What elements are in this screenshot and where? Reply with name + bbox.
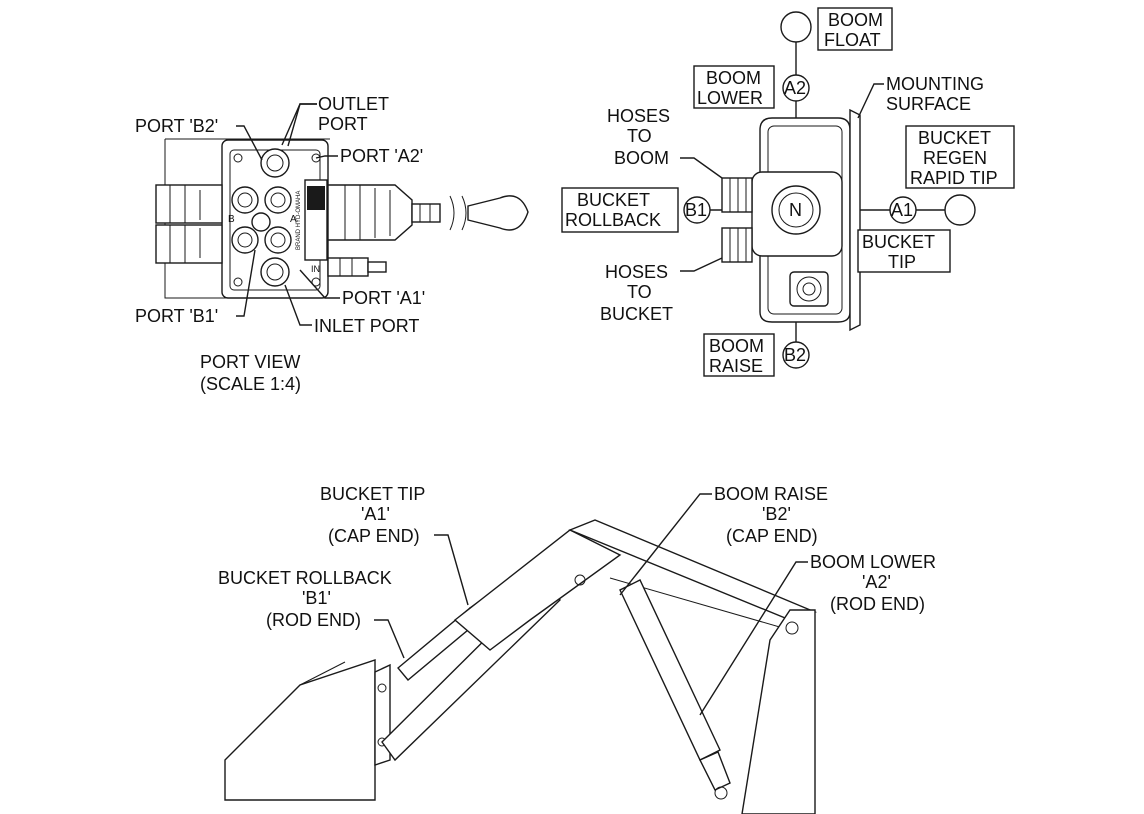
loader-bucket-tip-line3: (CAP END) (328, 526, 420, 546)
boom-float-line2: FLOAT (824, 30, 881, 50)
b2-circle-label: B2 (784, 345, 806, 365)
boom-raise-line2: RAISE (709, 356, 763, 376)
hoses-to-boom-line2: TO (627, 126, 652, 146)
loader-bucket-rollback-line3: (ROD END) (266, 610, 361, 630)
loader-boom-lower-leader (699, 561, 808, 716)
bucket-regen-line1: BUCKET (918, 128, 991, 148)
port-view-caption: PORT VIEW (200, 352, 300, 372)
bucket-regen-line2: REGEN (923, 148, 987, 168)
loader-bucket-rollback-line1: BUCKET ROLLBACK (218, 568, 392, 588)
bucket-rollback-box (561, 187, 679, 233)
boom-raise-line1: BOOM (709, 336, 764, 356)
loader-bucket-tip-leader (434, 534, 469, 606)
bucket-tip-line1: BUCKET (862, 232, 935, 252)
a2-circle-label: A2 (784, 78, 806, 98)
loader-bucket-tip-line2: 'A1' (361, 504, 390, 524)
boom-float-circle (780, 11, 812, 43)
hoses-to-bucket-line3: BUCKET (600, 304, 673, 324)
bucket-regen-line3: RAPID TIP (910, 168, 998, 188)
b2-circle (782, 341, 810, 369)
boom-lower-line1: BOOM (706, 68, 761, 88)
outlet-port-line1: OUTLET (318, 94, 389, 114)
bucket-tip-line2: TIP (888, 252, 916, 272)
hoses-to-boom-leader (680, 157, 723, 179)
port-b2-label: PORT 'B2' (135, 116, 218, 136)
loader-boom-raise-line2: 'B2' (762, 504, 791, 524)
body-letter-b: B (228, 214, 235, 225)
loader-boom-lower-line1: BOOM LOWER (810, 552, 936, 572)
b1-circle-label: B1 (685, 200, 707, 220)
mounting-surface-line2: SURFACE (886, 94, 971, 114)
bucket-tip-box (857, 229, 951, 273)
bucket-rollback-line2: ROLLBACK (565, 210, 661, 230)
joystick-view-drawing (700, 40, 945, 345)
port-a1-label: PORT 'A1' (342, 288, 425, 308)
bucket-regen-box (905, 125, 1015, 189)
port-view-drawing (155, 138, 529, 299)
loader-boom-lower-line3: (ROD END) (830, 594, 925, 614)
boom-lower-line2: LOWER (697, 88, 763, 108)
loader-boom-lower-line2: 'A2' (862, 572, 891, 592)
port-b1-label: PORT 'B1' (135, 306, 218, 326)
loader-bucket-rollback-line2: 'B1' (302, 588, 331, 608)
outlet-port-label-2: PORT (318, 114, 368, 134)
loader-bucket-tip-line1: BUCKET TIP (320, 484, 425, 504)
body-letter-in: IN (311, 264, 320, 274)
bucket-rollback-line1: BUCKET (577, 190, 650, 210)
a1-circle-label: A1 (891, 200, 913, 220)
inlet-port-label: INLET PORT (314, 316, 419, 336)
port-a2-label: PORT 'A2' (340, 146, 423, 166)
hoses-to-bucket-leader (680, 257, 723, 272)
boom-lower-box (693, 65, 775, 109)
hoses-to-bucket-line1: HOSES (605, 262, 668, 282)
mounting-surface-leader (857, 83, 884, 119)
body-brand-text: BRAND HYD-OMAHA (296, 191, 302, 250)
boom-raise-box (703, 333, 775, 377)
b1-circle (683, 196, 711, 224)
loader-boom-raise-line1: BOOM RAISE (714, 484, 828, 504)
hoses-to-bucket-line2: TO (627, 282, 652, 302)
loader-boom-raise-leader (619, 493, 712, 596)
boom-float-line1: BOOM (828, 10, 883, 30)
mounting-surface-line1: MOUNTING (886, 74, 984, 94)
hoses-to-boom-line3: BOOM (614, 148, 669, 168)
loader-bucket-rollback-leader (374, 619, 405, 659)
port-view-scale: (SCALE 1:4) (200, 374, 301, 394)
boom-float-box (817, 7, 893, 51)
hoses-to-boom-line1: HOSES (607, 106, 670, 126)
port-view-leaders (236, 103, 340, 326)
a2-circle (782, 74, 810, 102)
loader-boom-raise-line3: (CAP END) (726, 526, 818, 546)
outlet-port-line2: PORT (318, 114, 368, 134)
outlet-port-label: OUTLET (318, 94, 389, 114)
bucket-regen-circle (944, 194, 976, 226)
loader-drawing (224, 519, 818, 814)
n-circle-label: N (789, 200, 802, 220)
a1-circle (889, 196, 917, 224)
body-letter-a: A (290, 214, 297, 225)
